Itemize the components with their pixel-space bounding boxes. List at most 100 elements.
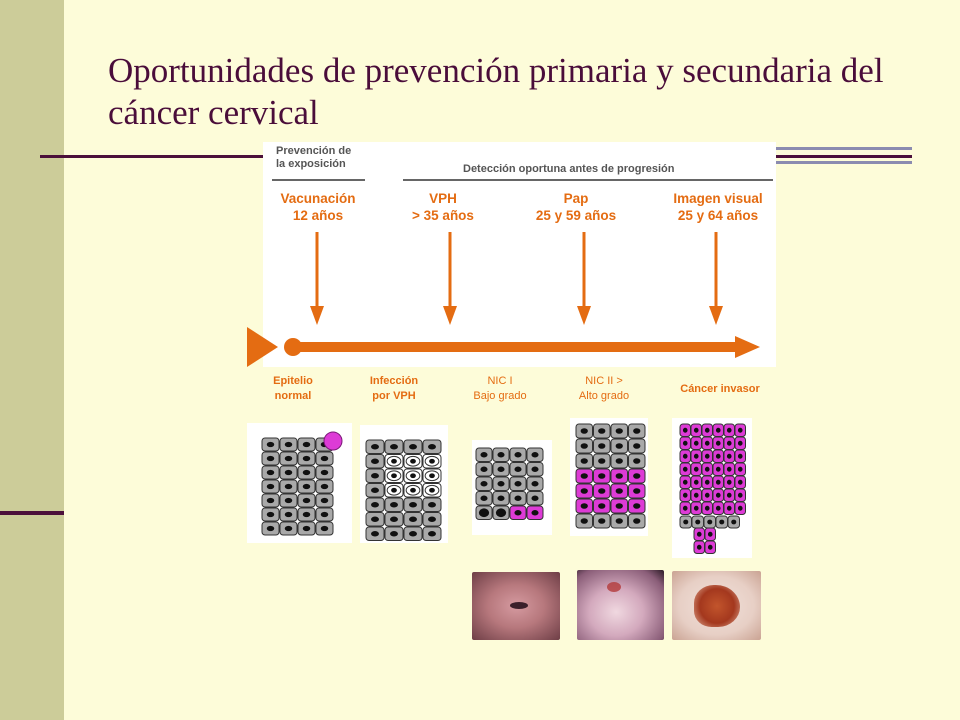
- cell-nic-ii: [610, 513, 628, 529]
- cell-normal: [315, 465, 334, 480]
- cell-normal: [279, 521, 298, 536]
- stage-nic-ii: NIC II > Alto grado: [578, 375, 630, 402]
- cell-nic-ii: [610, 468, 628, 484]
- cell-infected: [403, 497, 423, 512]
- cell-basal: [715, 515, 728, 529]
- cell-nic-ii: [628, 423, 646, 439]
- cell-nic-i: [526, 447, 544, 462]
- cell-nic-ii: [575, 483, 593, 499]
- cell-cancer: [734, 501, 746, 515]
- cell-infected: [422, 468, 442, 483]
- cell-cancer: [690, 423, 702, 437]
- cell-normal: [297, 507, 316, 522]
- cell-infected: [365, 497, 385, 512]
- cell-normal: [261, 521, 280, 536]
- cell-nic-ii: [628, 498, 646, 514]
- cell-cancer: [712, 462, 724, 476]
- stage-cancer-invasor: Cáncer invasor: [680, 383, 760, 395]
- cell-infected: [365, 454, 385, 469]
- cell-cancer: [712, 423, 724, 437]
- cell-infected: [403, 526, 423, 541]
- cell-cancer: [690, 449, 702, 463]
- cell-normal: [279, 437, 298, 452]
- cell-normal: [315, 507, 334, 522]
- cell-infected: [384, 468, 404, 483]
- cell-cancer: [723, 475, 735, 489]
- cell-infected: [403, 483, 423, 498]
- cell-normal: [315, 493, 334, 508]
- cell-nic-ii: [575, 513, 593, 529]
- colposcopy-photo-nic-ii: [577, 570, 664, 640]
- cell-cancer: [734, 449, 746, 463]
- cell-normal: [297, 479, 316, 494]
- cell-cancer: [679, 462, 691, 476]
- cell-cancer: [679, 436, 691, 450]
- cell-infected: [422, 439, 442, 454]
- cell-infected: [422, 497, 442, 512]
- arrow-pap-head: [577, 306, 591, 325]
- cell-nic-ii: [593, 468, 611, 484]
- cell-nic-ii: [610, 438, 628, 454]
- cell-infected: [365, 439, 385, 454]
- cell-cancer: [690, 462, 702, 476]
- cell-nic-ii: [575, 453, 593, 469]
- colposcopy-photo-nic-i: [472, 572, 560, 640]
- cell-infected: [403, 468, 423, 483]
- cell-normal: [279, 479, 298, 494]
- intervention-imagen-visual: Imagen visual 25 y 64 años: [673, 191, 763, 223]
- cell-nic-i: [509, 447, 527, 462]
- cell-nic-ii: [610, 453, 628, 469]
- colposcopy-photo-cancer: [672, 571, 761, 640]
- cell-normal: [261, 507, 280, 522]
- cell-basal: [727, 515, 740, 529]
- cell-cancer: [734, 488, 746, 502]
- cell-nic-ii: [610, 483, 628, 499]
- cell-nic-ii: [628, 438, 646, 454]
- cell-cancer: [679, 449, 691, 463]
- arrow-imagen-head: [709, 306, 723, 325]
- tumor-mass: [694, 585, 740, 627]
- timeline-panel: Prevención de la exposición Detección op…: [263, 142, 776, 367]
- cell-cancer: [701, 488, 713, 502]
- hpv-virus-particle: [323, 431, 343, 451]
- cell-nic-ii: [628, 468, 646, 484]
- cell-nic-ii: [575, 423, 593, 439]
- cell-cancer: [723, 423, 735, 437]
- cell-nic-i: [475, 505, 493, 520]
- cell-cancer: [701, 501, 713, 515]
- cervical-os: [510, 602, 528, 609]
- cell-normal: [261, 493, 280, 508]
- timeline-end-arrowhead: [735, 336, 760, 358]
- cell-invading: [693, 540, 705, 554]
- cell-cancer: [723, 449, 735, 463]
- cell-cancer: [734, 475, 746, 489]
- cell-infected: [365, 483, 385, 498]
- cell-invading: [704, 540, 716, 554]
- cell-nic-ii: [593, 513, 611, 529]
- cell-normal: [297, 451, 316, 466]
- cell-infected: [422, 483, 442, 498]
- cell-nic-i: [509, 462, 527, 477]
- sidebar-accent-bar: [0, 511, 64, 515]
- cell-normal: [279, 507, 298, 522]
- cell-infected: [384, 526, 404, 541]
- cell-normal: [279, 451, 298, 466]
- cell-nic-ii: [593, 498, 611, 514]
- title-rule-right-bottom: [775, 161, 912, 164]
- cell-infected: [422, 454, 442, 469]
- cell-nic-i: [492, 476, 510, 491]
- arrow-vph-head: [443, 306, 457, 325]
- intervention-pap: Pap 25 y 59 años: [535, 191, 617, 223]
- cell-infected: [422, 526, 442, 541]
- cell-nic-i: [492, 505, 510, 520]
- cell-infected: [403, 512, 423, 527]
- cell-basal: [691, 515, 704, 529]
- cell-infected: [384, 483, 404, 498]
- title-rule-right-mid: [775, 155, 912, 158]
- stage-epitelio-normal: Epitelio normal: [273, 375, 313, 402]
- header-detection-rule: [403, 179, 773, 181]
- cell-cancer: [734, 423, 746, 437]
- cell-infected: [365, 468, 385, 483]
- cell-cancer: [701, 475, 713, 489]
